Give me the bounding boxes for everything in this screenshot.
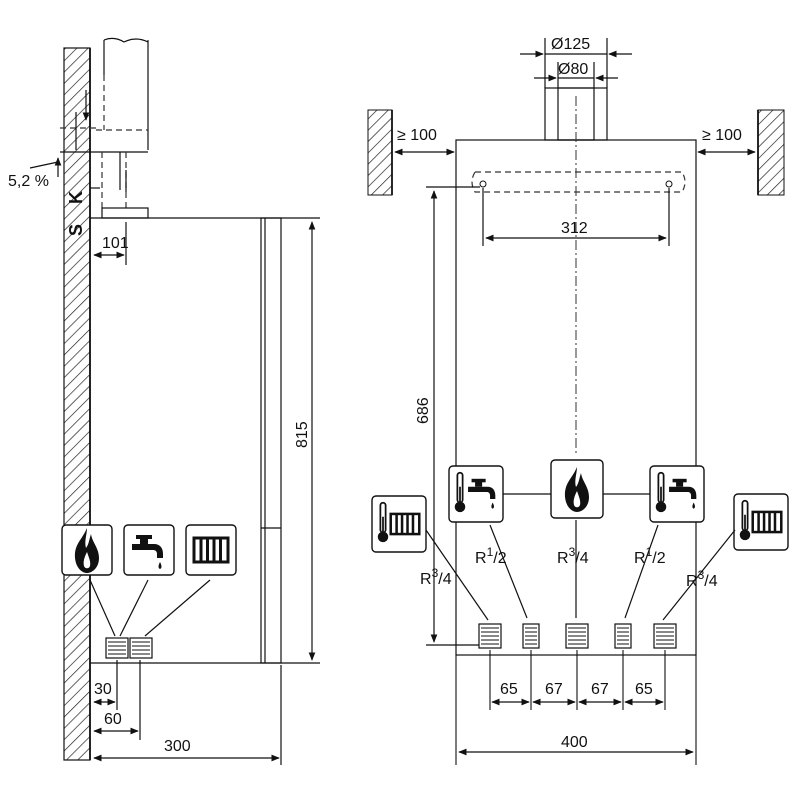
svg-text:R3/4: R3/4	[420, 566, 452, 588]
radiator-thermometer-icon-left	[371, 495, 427, 553]
pipe-label: R3/4	[420, 566, 452, 588]
radiator-icon	[185, 524, 237, 576]
clearance-left: ≥ 100	[397, 127, 437, 144]
boiler-side-outline	[90, 217, 320, 664]
tap-icon	[123, 524, 175, 576]
tap-thermometer-icon-left	[448, 465, 504, 523]
svg-text:R3/4: R3/4	[686, 568, 718, 590]
dim-312: 312	[561, 220, 588, 237]
dim-30: 30	[94, 681, 112, 698]
clearance-right: ≥ 100	[702, 127, 742, 144]
flue-top	[544, 38, 608, 141]
radiator-thermometer-icon-right	[733, 493, 789, 551]
slope-label: 5,2 %	[8, 173, 49, 190]
wall-hatch-right	[757, 109, 785, 196]
dim-101: 101	[102, 235, 129, 252]
svg-text:R1/2: R1/2	[475, 545, 507, 567]
dim-300: 300	[164, 738, 191, 755]
pipe-label: R3/4	[686, 568, 718, 590]
dim-686: 686	[415, 397, 432, 424]
pipe-label: R1/2	[634, 545, 666, 567]
dim-flue-inner: Ø80	[558, 61, 588, 78]
dim-spacing-3: 67	[591, 681, 609, 698]
dim-flue-outer: Ø125	[551, 36, 590, 53]
k-label: K	[66, 191, 86, 204]
dim-400: 400	[561, 734, 588, 751]
side-connectors	[105, 637, 153, 659]
dim-815: 815	[294, 421, 311, 448]
svg-text:R1/2: R1/2	[634, 545, 666, 567]
pipe-label: R3/4	[557, 545, 589, 567]
dim-spacing-1: 65	[500, 681, 518, 698]
wall-hatch-left	[367, 109, 393, 196]
front-view: ≥ 100 ≥ 100 Ø125 Ø80 312	[367, 36, 789, 765]
flue-pipe-side	[60, 37, 149, 219]
pipe-label: R1/2	[475, 545, 507, 567]
dim-spacing-2: 67	[545, 681, 563, 698]
wall-hatch-side	[63, 47, 91, 761]
svg-text:R3/4: R3/4	[557, 545, 589, 567]
tap-thermometer-icon-right	[649, 465, 705, 523]
s-label: S	[66, 224, 86, 236]
flame-icon	[61, 524, 113, 576]
dim-60: 60	[104, 711, 122, 728]
front-connectors	[478, 623, 677, 649]
side-view: 5,2 % K S 101 815	[8, 37, 320, 765]
dim-spacing-4: 65	[635, 681, 653, 698]
flame-icon	[550, 459, 604, 519]
